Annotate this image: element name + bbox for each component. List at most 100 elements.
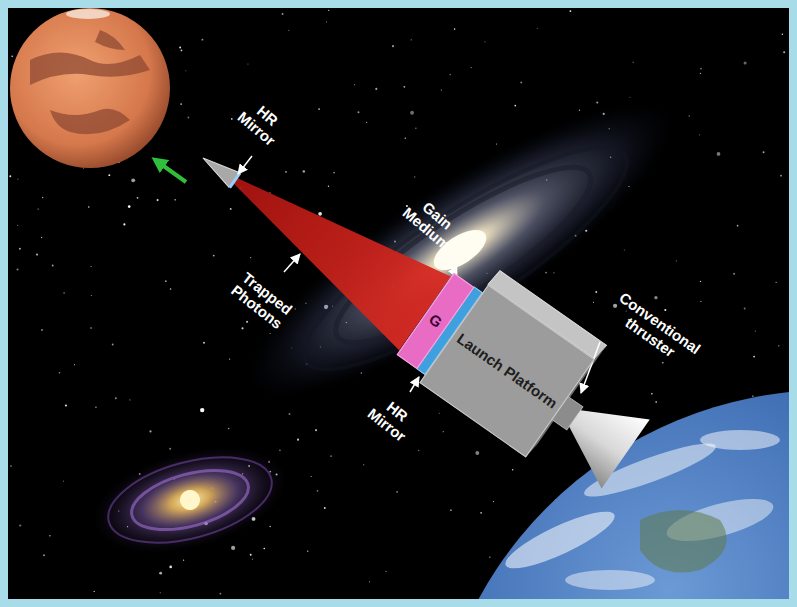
star: [475, 451, 479, 455]
star: [95, 407, 96, 408]
star: [200, 408, 204, 412]
star: [282, 13, 284, 15]
star: [149, 430, 151, 432]
star: [593, 302, 594, 303]
star: [129, 399, 130, 400]
star: [128, 205, 131, 208]
star: [537, 28, 538, 29]
star: [317, 490, 319, 492]
star: [88, 206, 89, 207]
star: [333, 172, 335, 174]
star: [288, 30, 289, 31]
star: [241, 327, 243, 329]
star: [700, 68, 702, 70]
star: [11, 55, 13, 57]
star: [366, 122, 367, 123]
star: [520, 81, 522, 83]
star: [213, 255, 215, 257]
star: [439, 413, 440, 414]
leader-line: [238, 156, 252, 174]
star: [36, 253, 38, 255]
star: [484, 41, 485, 42]
star: [9, 175, 11, 177]
star: [664, 309, 666, 311]
star: [41, 329, 43, 331]
leader-line: [410, 377, 419, 392]
star: [63, 481, 64, 482]
spiral-galaxy: [81, 428, 299, 572]
star: [318, 212, 322, 216]
star: [183, 560, 184, 561]
star: [385, 571, 386, 572]
star: [596, 101, 598, 103]
star: [41, 237, 42, 238]
star: [263, 548, 265, 550]
star: [776, 282, 777, 283]
star: [115, 397, 117, 399]
motion-arrow: [158, 162, 186, 182]
star: [700, 301, 701, 302]
star: [269, 526, 271, 528]
star: [160, 592, 161, 593]
star: [780, 175, 782, 177]
star: [454, 28, 456, 30]
star: [326, 22, 327, 23]
hr-mirror-spacecraft: [230, 173, 240, 188]
star: [63, 292, 65, 294]
star: [369, 581, 370, 582]
star: [315, 429, 317, 431]
star: [285, 171, 287, 173]
star: [414, 176, 415, 177]
star: [203, 342, 205, 344]
star: [717, 152, 721, 156]
star: [580, 386, 581, 387]
star: [169, 566, 172, 569]
star: [74, 364, 75, 365]
star: [181, 49, 183, 51]
star: [493, 501, 494, 502]
star: [410, 39, 411, 40]
star: [247, 63, 248, 64]
star: [415, 127, 416, 128]
star: [480, 512, 482, 514]
star: [450, 509, 452, 511]
star: [375, 88, 377, 90]
star: [700, 73, 701, 74]
star: [553, 272, 554, 273]
star: [737, 225, 739, 227]
star: [655, 401, 657, 403]
star: [752, 395, 754, 397]
star: [763, 151, 765, 153]
star: [689, 115, 690, 116]
star: [489, 557, 490, 558]
star: [307, 551, 308, 552]
star: [17, 179, 18, 180]
star: [279, 449, 281, 451]
star: [392, 45, 394, 47]
star: [676, 260, 677, 261]
star: [405, 138, 406, 139]
star: [94, 591, 95, 592]
star: [231, 546, 235, 550]
star: [471, 67, 472, 68]
star: [187, 116, 189, 118]
star: [174, 199, 176, 201]
star: [403, 86, 405, 88]
star: [91, 295, 92, 296]
star: [49, 535, 51, 537]
star: [778, 345, 779, 346]
star: [632, 61, 633, 62]
star: [410, 111, 414, 115]
star: [363, 464, 364, 465]
star: [753, 356, 755, 358]
star: [303, 170, 305, 172]
star: [755, 330, 756, 331]
star: [230, 208, 232, 210]
star: [579, 110, 580, 111]
star: [137, 197, 139, 199]
star: [19, 248, 21, 250]
star: [654, 296, 657, 299]
star: [297, 439, 299, 441]
node-label: G: [425, 310, 444, 331]
